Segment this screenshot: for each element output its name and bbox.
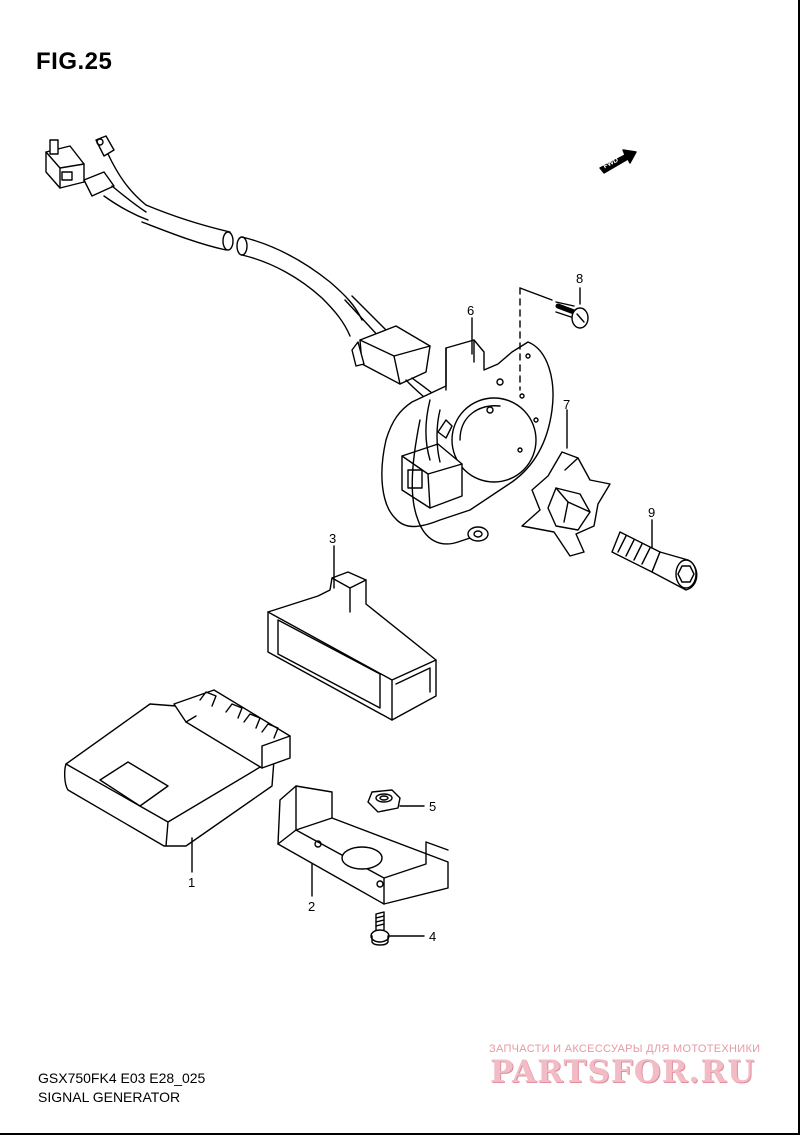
callout-9: 9 [648, 505, 656, 520]
callout-5: 5 [429, 799, 437, 814]
callout-4: 4 [429, 929, 437, 944]
model-code: GSX750FK4 E03 E28_025 [38, 1070, 206, 1086]
igniter-unit [63, 689, 291, 847]
callout-1: 1 [188, 875, 196, 890]
figure-title: FIG.25 [36, 48, 113, 75]
callout-6: 6 [467, 303, 475, 318]
callout-7: 7 [563, 397, 571, 412]
bracket-part-2 [277, 785, 449, 905]
callout-2: 2 [308, 899, 316, 914]
igniter-case [267, 571, 437, 721]
bolt-part-9 [611, 531, 698, 591]
watermark-tagline: ЗАПЧАСТИ И АКСЕССУАРЫ ДЛЯ МОТОТЕХНИКИ [489, 1043, 761, 1055]
watermark-logo: PARTSFOR.RU [490, 1054, 756, 1090]
signal-generator-plate [381, 287, 554, 545]
page-border-right [798, 0, 800, 1135]
wiring-harness [45, 135, 445, 411]
screw-part-4 [370, 911, 390, 946]
section-title: SIGNAL GENERATOR [38, 1089, 181, 1105]
callout-8: 8 [576, 271, 584, 286]
nut-part-5 [367, 789, 401, 813]
signal-generator-rotor [521, 451, 611, 557]
callout-leader-lines [191, 287, 653, 937]
fwd-arrow-icon [599, 149, 637, 174]
callout-3: 3 [329, 531, 337, 546]
screw-part-8 [555, 301, 589, 329]
page-border-bottom [0, 1133, 800, 1135]
